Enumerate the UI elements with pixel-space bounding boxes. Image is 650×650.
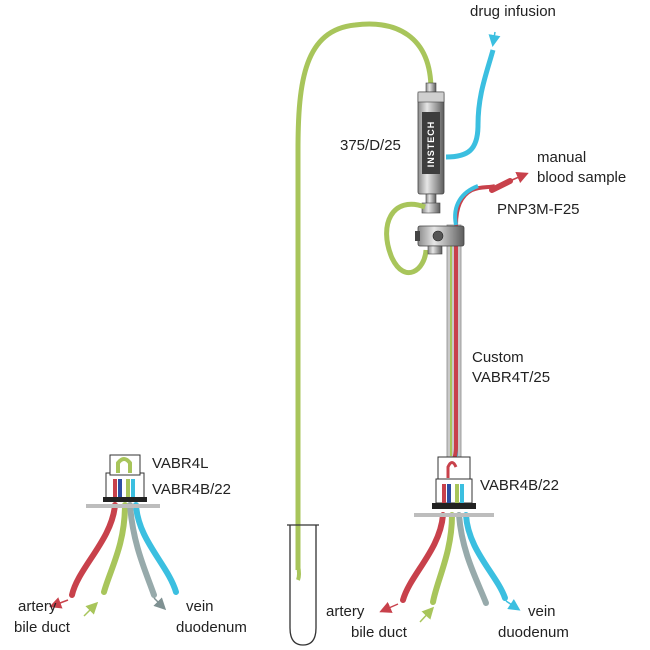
left-artery-tube: [69, 502, 118, 598]
manual-sample-arrow: [511, 172, 529, 184]
right-duodenum-label: duodenum: [498, 624, 569, 641]
right-duodenum-tube: [456, 512, 489, 606]
right-bile-arrow: [419, 606, 435, 623]
left-base-label: VABR4B/22: [152, 481, 231, 498]
left-artery-arrow: [49, 597, 69, 609]
pnp-label: PNP3M-F25: [497, 201, 580, 218]
drug-infusion-arrow: [488, 31, 501, 47]
left-cap-label: VABR4L: [152, 455, 208, 472]
right-vein-arrow: [505, 599, 521, 611]
tether-vabr4t: [446, 172, 529, 469]
left-duodenum-label: duodenum: [176, 619, 247, 636]
left-bile-label: bile duct: [14, 619, 71, 636]
swivel-375-d-25: INSTECH: [417, 82, 445, 214]
right-vein-label: vein: [528, 603, 556, 620]
custom-label-line2: VABR4T/25: [472, 369, 550, 386]
right-vein-tube: [463, 512, 508, 601]
left-duodenum-arrow: [153, 597, 167, 611]
left-base-housing: [105, 472, 145, 499]
left-base-plate: [86, 504, 160, 508]
right-base-label: VABR4B/22: [480, 477, 559, 494]
left-duodenum-tube: [127, 502, 157, 598]
drug-infusion-line: [445, 49, 496, 160]
blue-loop: [453, 184, 479, 226]
pnp3m-connector: [415, 225, 465, 255]
right-artery-label: artery: [326, 603, 365, 620]
right-artery-arrow: [379, 601, 399, 613]
right-device-base: [379, 456, 521, 623]
left-bile-tube: [101, 502, 128, 595]
bile-collection-line: [295, 21, 434, 570]
right-bile-tube: [430, 512, 455, 605]
manual-label-line1: manual: [537, 149, 586, 166]
swivel-label: 375/D/25: [340, 137, 401, 154]
left-vein-label: vein: [186, 598, 214, 615]
bile-collection: [287, 21, 434, 646]
left-vein-tube: [133, 502, 179, 595]
bile-loop: [384, 201, 429, 275]
drug-infusion-label: drug infusion: [470, 3, 556, 20]
manual-label-line2: blood sample: [537, 169, 626, 186]
right-artery-tube: [400, 512, 446, 603]
left-device: VABR4L VABR4B/22 artery bile duct vein d…: [14, 454, 247, 636]
custom-label-line1: Custom: [472, 349, 524, 366]
left-artery-label: artery: [18, 598, 57, 615]
swivel-brand-text: INSTECH: [426, 121, 436, 168]
right-bile-label: bile duct: [351, 624, 408, 641]
collection-test-tube: [289, 525, 317, 646]
left-bile-arrow: [83, 601, 99, 617]
